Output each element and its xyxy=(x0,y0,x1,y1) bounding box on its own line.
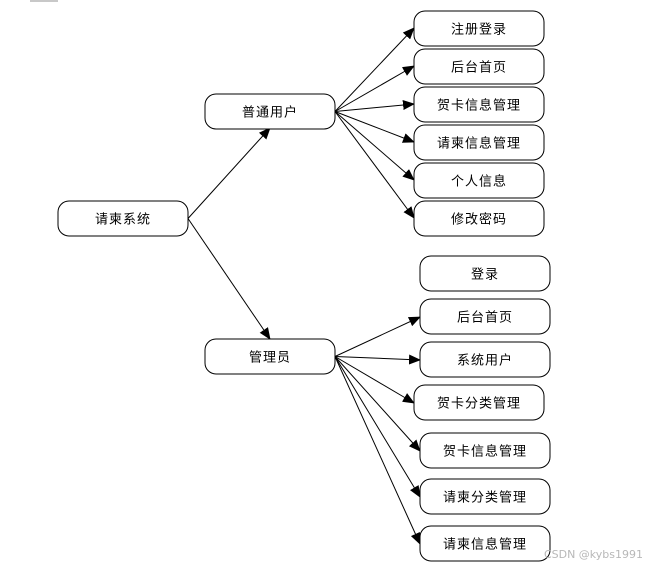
node-label: 后台首页 xyxy=(451,61,507,76)
node-admin: 管理员 xyxy=(204,338,336,375)
node-label: 贺卡信息管理 xyxy=(443,444,527,460)
node-a1: 登录 xyxy=(419,255,551,292)
edge-user-u2 xyxy=(334,65,415,112)
node-u5: 个人信息 xyxy=(413,162,545,199)
node-label: 请柬信息管理 xyxy=(437,136,521,152)
node-label: 注册登录 xyxy=(451,23,507,38)
node-u1: 注册登录 xyxy=(413,10,545,47)
node-label: 后台首页 xyxy=(457,311,513,326)
edge-user-u1 xyxy=(334,27,415,112)
node-a4: 贺卡分类管理 xyxy=(413,384,545,421)
node-label: 请柬分类管理 xyxy=(443,491,527,506)
node-u2: 后台首页 xyxy=(413,48,545,85)
node-box xyxy=(204,338,336,375)
node-box xyxy=(419,525,551,562)
node-box xyxy=(419,341,551,378)
node-label: 请柬信息管理 xyxy=(443,537,527,553)
node-box xyxy=(419,432,551,469)
node-box xyxy=(419,478,551,515)
node-box xyxy=(413,48,545,85)
node-box xyxy=(204,93,336,130)
node-box xyxy=(413,162,545,199)
node-box xyxy=(419,298,551,335)
node-label: 登录 xyxy=(471,268,499,283)
node-root: 请柬系统 xyxy=(57,200,189,237)
edge-admin-a3 xyxy=(334,354,421,365)
edge-user-u4 xyxy=(334,111,415,143)
edge-admin-a2 xyxy=(334,316,421,357)
edge-admin-a4 xyxy=(334,356,415,404)
node-box xyxy=(413,384,545,421)
edge-user-u6 xyxy=(334,111,415,219)
node-a5: 贺卡信息管理 xyxy=(419,432,551,469)
edge-user-u3 xyxy=(334,100,415,112)
edge-user-u5 xyxy=(334,111,415,181)
node-layer: 请柬系统普通用户注册登录后台首页贺卡信息管理请柬信息管理个人信息修改密码管理员登… xyxy=(57,10,551,562)
node-label: 系统用户 xyxy=(457,353,513,369)
node-box xyxy=(413,10,545,47)
node-label: 请柬系统 xyxy=(95,213,151,228)
node-u3: 贺卡信息管理 xyxy=(413,86,545,123)
edge-root-admin xyxy=(187,218,271,340)
edge-admin-a6 xyxy=(334,356,421,498)
edge-admin-a7 xyxy=(334,356,421,545)
corner-mark xyxy=(30,0,58,2)
watermark: CSDN @kybs1991 xyxy=(543,548,643,561)
node-u4: 请柬信息管理 xyxy=(413,124,545,161)
node-label: 贺卡分类管理 xyxy=(437,397,521,412)
node-box xyxy=(413,86,545,123)
edge-root-user xyxy=(187,127,271,219)
node-a7: 请柬信息管理 xyxy=(419,525,551,562)
node-a6: 请柬分类管理 xyxy=(419,478,551,515)
node-a2: 后台首页 xyxy=(419,298,551,335)
node-box xyxy=(419,255,551,292)
node-label: 管理员 xyxy=(249,351,291,366)
node-box xyxy=(57,200,189,237)
node-label: 个人信息 xyxy=(451,174,507,190)
edge-admin-a5 xyxy=(334,356,421,452)
node-label: 贺卡信息管理 xyxy=(437,98,521,114)
node-user: 普通用户 xyxy=(204,93,336,130)
node-a3: 系统用户 xyxy=(419,341,551,378)
connector-layer xyxy=(187,27,421,545)
node-label: 普通用户 xyxy=(242,105,298,121)
node-box xyxy=(413,200,545,237)
node-box xyxy=(413,124,545,161)
node-label: 修改密码 xyxy=(451,212,507,228)
node-u6: 修改密码 xyxy=(413,200,545,237)
